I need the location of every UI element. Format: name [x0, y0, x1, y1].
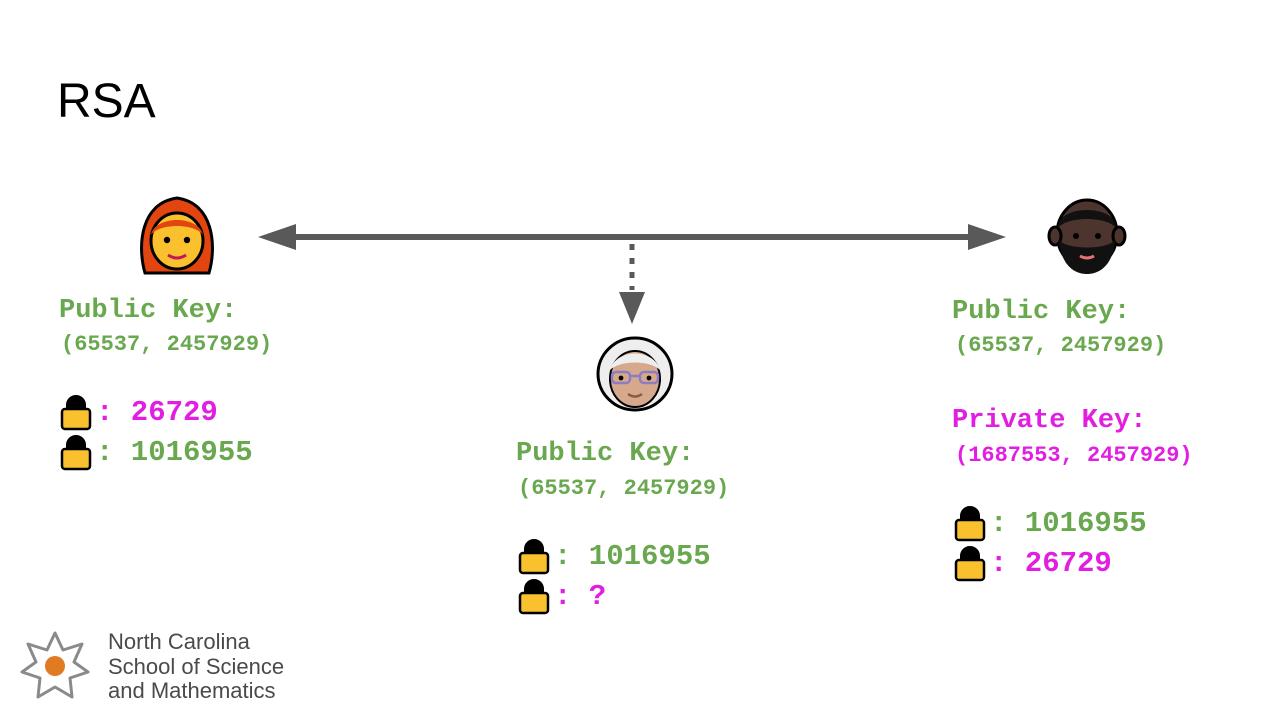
bob-lock-row: : 26729 — [954, 543, 1147, 583]
lock-icon — [60, 435, 92, 471]
alice-lock-row: : 1016955 — [60, 432, 253, 472]
alice-row-1-text: : 26729 — [96, 395, 218, 429]
two-way-arrow — [258, 224, 1006, 250]
old-woman-face-icon — [596, 336, 674, 412]
bob-private-key-label: Private Key: — [952, 406, 1147, 436]
lock-icon — [954, 506, 986, 542]
alice-lock-row: : 26729 — [60, 392, 253, 432]
eve-row-1-text: : 1016955 — [554, 539, 711, 573]
lock-icon — [518, 579, 550, 615]
slide-title: RSA — [57, 75, 156, 128]
bob-lock-row: : 1016955 — [954, 503, 1147, 543]
lock-icon — [954, 546, 986, 582]
alice-public-key-label: Public Key: — [59, 296, 238, 326]
logo-line-1: North Carolina — [108, 629, 250, 654]
ncssm-star-logo-icon — [20, 631, 90, 699]
eve-lock-list: : 1016955 : ? — [518, 536, 711, 616]
bearded-man-face-icon — [1047, 198, 1127, 274]
alice-public-key-value: (65537, 2457929) — [61, 332, 273, 357]
lock-icon — [518, 539, 550, 575]
lock-icon — [60, 395, 92, 431]
logo-line-3: and Mathematics — [108, 678, 276, 703]
woman-red-hair-face-icon — [140, 196, 214, 275]
eve-lock-row: : ? — [518, 576, 711, 616]
bob-public-key-label: Public Key: — [952, 297, 1131, 327]
eve-public-key-label: Public Key: — [516, 439, 695, 469]
bob-private-key-value: (1687553, 2457929) — [955, 443, 1193, 468]
eve-lock-row: : 1016955 — [518, 536, 711, 576]
eavesdrop-dotted-arrow — [619, 244, 645, 324]
school-logo-text: North Carolina School of Science and Mat… — [108, 629, 285, 704]
alice-lock-list: : 26729 : 1016955 — [60, 392, 253, 472]
logo-line-2: School of Science — [108, 653, 285, 679]
bob-row-2-text: : 26729 — [990, 546, 1112, 580]
bob-public-key-value: (65537, 2457929) — [955, 333, 1167, 358]
bob-lock-list: : 1016955 : 26729 — [954, 503, 1147, 583]
alice-row-2-text: : 1016955 — [96, 435, 253, 469]
eve-row-2-text: : ? — [554, 579, 607, 613]
eve-public-key-value: (65537, 2457929) — [518, 476, 730, 501]
bob-row-1-text: : 1016955 — [990, 506, 1147, 540]
